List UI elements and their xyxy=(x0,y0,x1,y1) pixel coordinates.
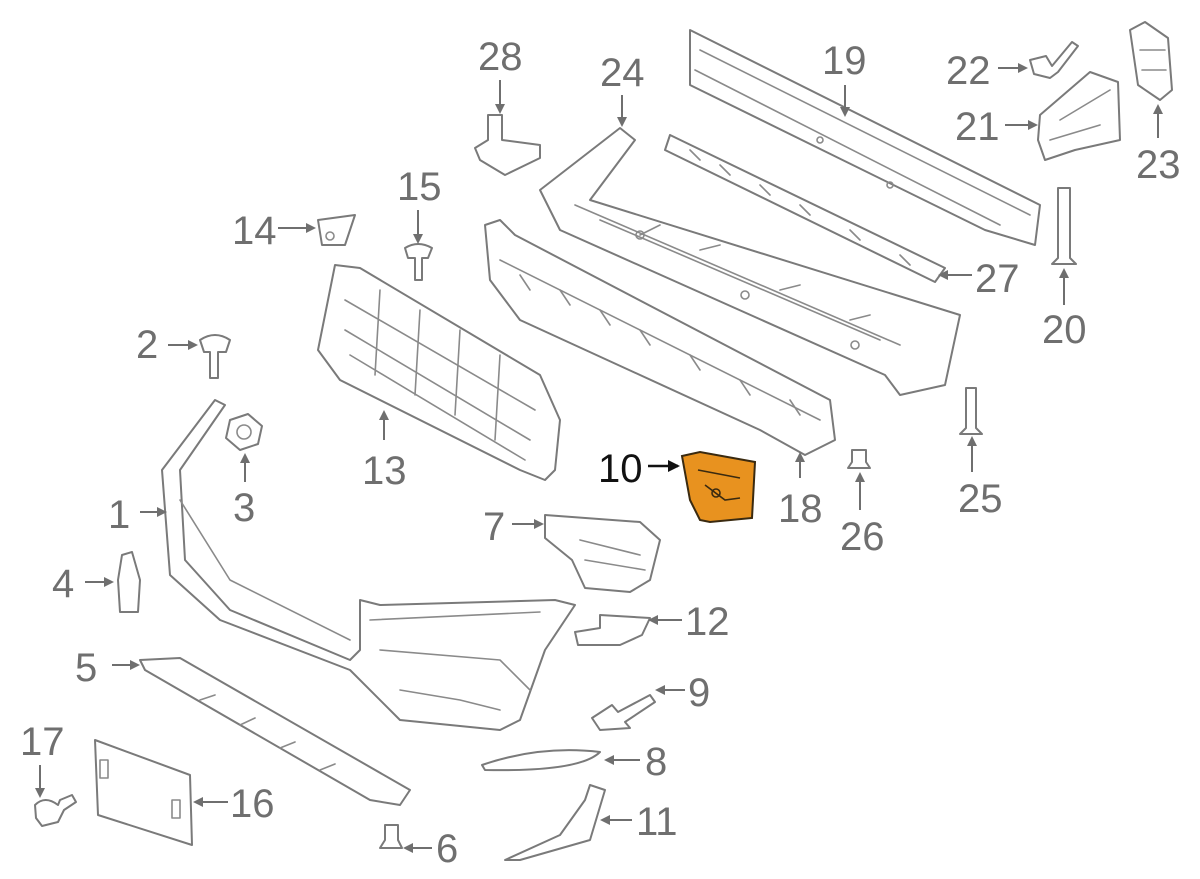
callout-2: 2 xyxy=(136,323,158,367)
part-bolt-9 xyxy=(591,694,656,731)
part-lower-trim xyxy=(139,657,411,806)
callout-17: 17 xyxy=(20,720,65,764)
part-upper-carrier xyxy=(539,127,961,396)
part-clip-2 xyxy=(199,334,231,379)
part-sensor xyxy=(474,114,541,176)
callout-5: 5 xyxy=(75,646,97,690)
callout-23: 23 xyxy=(1136,143,1181,187)
callout-20: 20 xyxy=(1042,308,1087,352)
part-fog-trim xyxy=(544,514,661,593)
part-tow-cover xyxy=(481,749,601,772)
part-small-bracket xyxy=(317,214,356,246)
callout-15: 15 xyxy=(397,165,442,209)
callout-8: 8 xyxy=(645,740,667,784)
callout-25: 25 xyxy=(958,477,1003,521)
callout-4: 4 xyxy=(52,562,74,606)
callout-27: 27 xyxy=(975,257,1020,301)
part-bolt-25 xyxy=(959,387,983,435)
callout-11: 11 xyxy=(636,800,678,844)
part-push-clip-26 xyxy=(847,449,871,469)
part-push-clip-15 xyxy=(404,243,433,281)
part-energy-absorber xyxy=(484,219,836,456)
callout-3: 3 xyxy=(233,486,255,530)
callout-21: 21 xyxy=(955,105,1000,149)
callout-14: 14 xyxy=(232,209,277,253)
callout-19: 19 xyxy=(822,39,867,83)
part-lower-bracket xyxy=(574,614,651,646)
callout-9: 9 xyxy=(688,671,710,715)
callout-1: 1 xyxy=(108,493,130,537)
callout-24: 24 xyxy=(600,51,645,95)
callout-18: 18 xyxy=(778,487,823,531)
part-bumper-cover xyxy=(161,399,576,731)
part-nut xyxy=(225,413,263,451)
callout-12: 12 xyxy=(685,600,730,644)
callout-28: 28 xyxy=(478,35,523,79)
part-long-bolt xyxy=(1051,187,1077,265)
callout-7: 7 xyxy=(483,505,505,549)
part-reinforcement-bar xyxy=(689,29,1041,246)
part-strip xyxy=(664,134,946,283)
callout-22: 22 xyxy=(946,49,991,93)
part-mount-bracket xyxy=(1129,21,1173,101)
callout-13: 13 xyxy=(362,449,407,493)
part-corner-trim xyxy=(504,784,606,861)
callout-10: 10 xyxy=(598,447,643,491)
part-bolt-22 xyxy=(1029,41,1079,79)
part-push-clip-6 xyxy=(379,824,403,849)
part-license-plate-bracket xyxy=(94,739,193,846)
part-grille xyxy=(317,264,561,481)
part-crash-box xyxy=(1037,71,1121,161)
part-highlighted-bracket xyxy=(680,450,757,524)
callout-26: 26 xyxy=(840,515,885,559)
callout-6: 6 xyxy=(436,827,458,871)
callout-16: 16 xyxy=(230,782,275,826)
part-screw-17 xyxy=(34,794,77,827)
part-side-bracket xyxy=(117,551,141,613)
